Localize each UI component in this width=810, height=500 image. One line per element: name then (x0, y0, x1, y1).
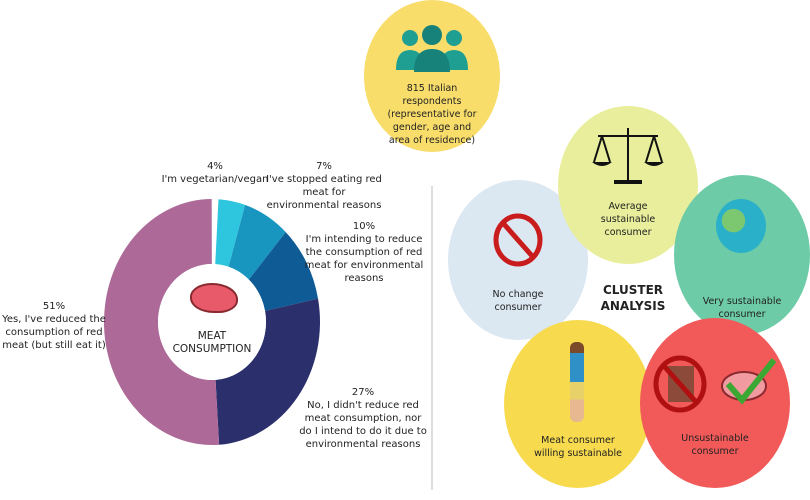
label-stopped: 7%I've stopped eating red meat for envir… (266, 161, 382, 211)
person-icon (570, 342, 584, 422)
donut-slice-2 (248, 232, 319, 311)
people-icon (396, 25, 468, 72)
no-law-icon (653, 355, 707, 413)
respondents-circle: 815 Italian respondents (representative … (364, 0, 500, 152)
divider (431, 186, 433, 490)
donut-chart (103, 199, 320, 445)
respondents-text: 815 Italian respondents (representative … (387, 83, 477, 146)
donut-center-title: MEAT CONSUMPTION (172, 330, 252, 355)
globe-in-hands-icon (716, 199, 766, 253)
label-vegetarian: 4%I'm vegetarian/vegan (161, 161, 269, 185)
cluster-unsustainable-label: Unsustainable consumer (681, 433, 749, 457)
label-intending: 10%I'm intending to reduce the consumpti… (304, 221, 424, 284)
cluster-very-sustainable-label: Very sustainable consumer (702, 296, 782, 320)
label-no-reduce: 27%No, I didn't reduce red meat consumpt… (299, 387, 427, 450)
donut-slice-3 (215, 298, 320, 445)
cluster-average-label: Average sustainable consumer (600, 201, 656, 238)
scales-icon (592, 128, 664, 184)
steak-icon (190, 283, 238, 313)
label-reduced: 51%Yes, I've reduced the consumption of … (2, 301, 106, 351)
cluster-very-sustainable: Very sustainable consumer (674, 175, 810, 335)
donut-slice-1 (228, 204, 286, 280)
donut-slice-0 (215, 199, 246, 267)
prohibited-icon (493, 213, 543, 267)
donut-hole (158, 264, 266, 380)
cluster-unsustainable: Unsustainable consumer (640, 318, 790, 488)
cluster-no-change-label: No change consumer (492, 289, 544, 313)
cluster-meat-willing-label: Meat consumer willing sustainable (534, 435, 622, 459)
cluster-meat-willing: Meat consumer willing sustainable (504, 320, 652, 488)
cluster-title: CLUSTER ANALYSIS (600, 283, 666, 313)
donut-slice-4 (103, 199, 220, 445)
steak-check-icon (721, 358, 777, 405)
